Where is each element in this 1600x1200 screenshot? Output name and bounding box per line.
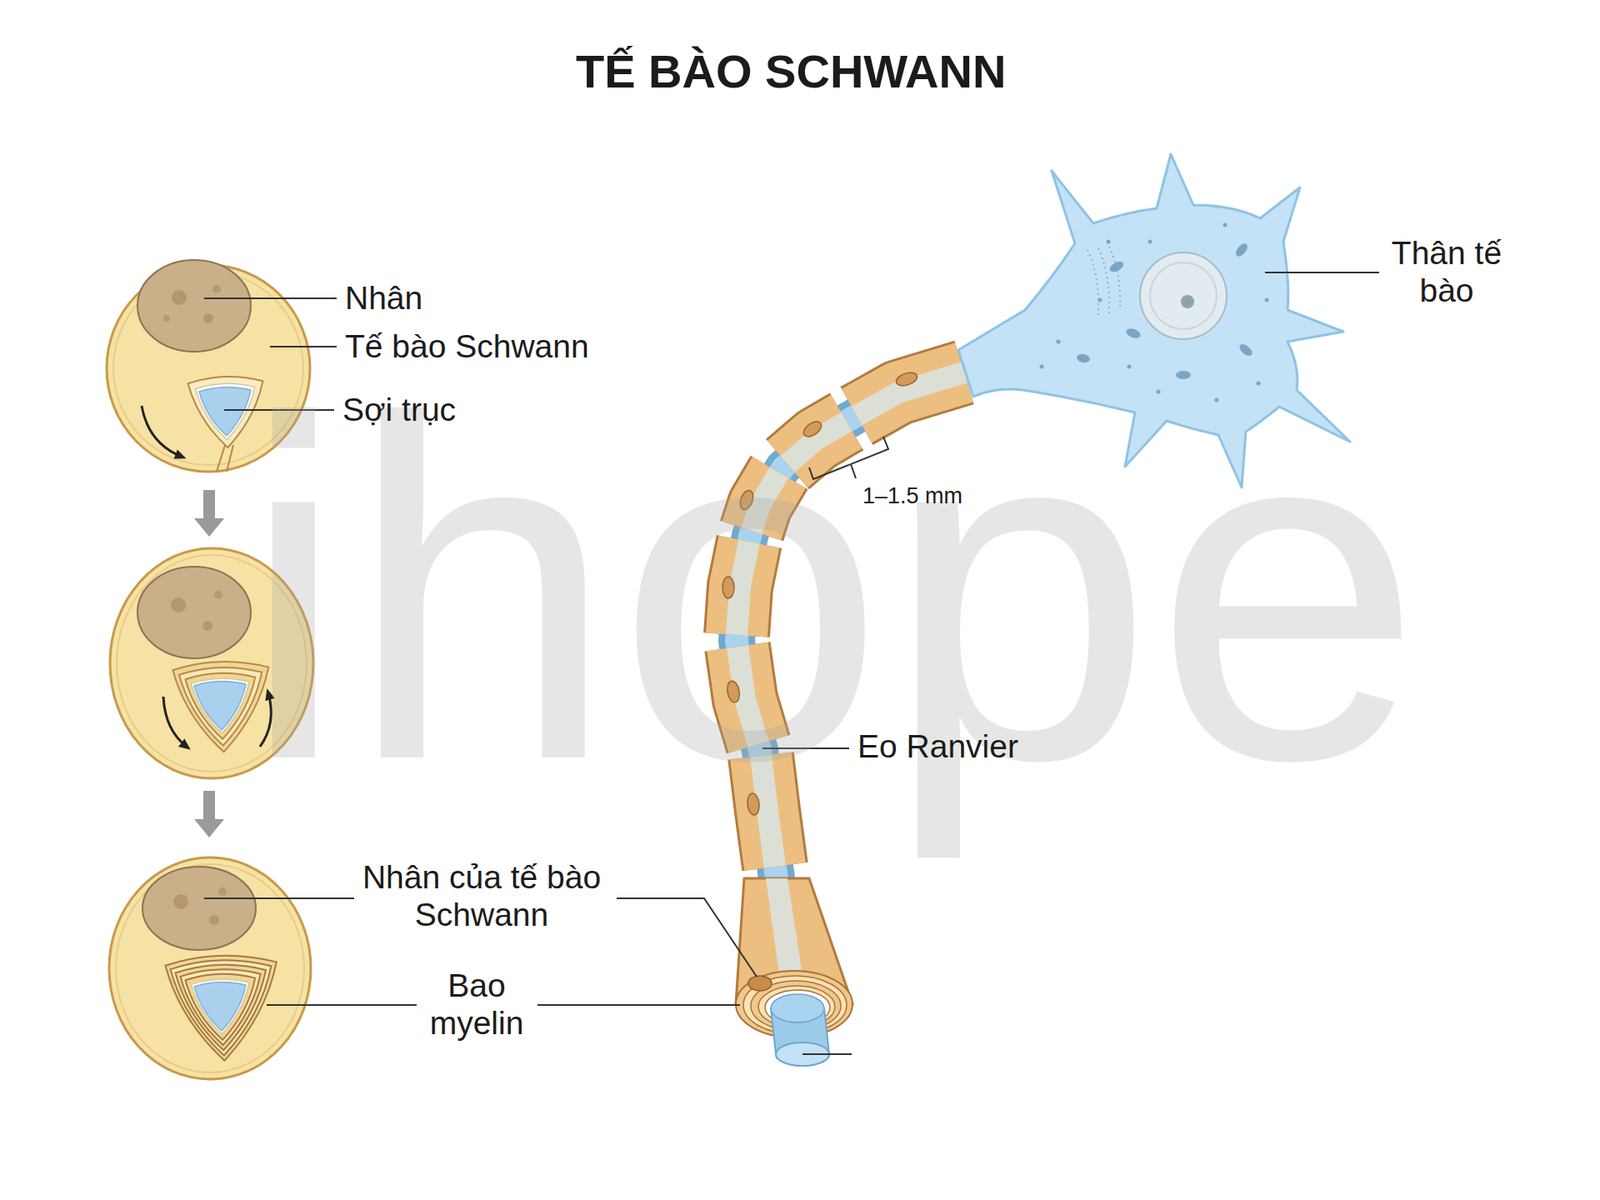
dimension-bracket [809, 436, 889, 480]
part-label: Nhân [345, 280, 423, 318]
schwann-cross-section-1 [106, 260, 310, 472]
part-label: Thân tế bào [1371, 235, 1522, 310]
part-label: Sợi trục [342, 391, 456, 430]
schwann-cross-section-2 [110, 548, 314, 779]
neuron-cell-body [958, 154, 1350, 488]
part-label: Tế bào Schwann [345, 328, 590, 366]
myelinated-axon [722, 370, 965, 1066]
leader-line [204, 272, 1380, 1055]
dimension-label: 1–1.5 mm [862, 483, 963, 510]
schwann-cross-section-3 [109, 857, 311, 1080]
step-arrow [194, 490, 225, 838]
part-label: Eo Ranvier [857, 728, 1019, 766]
diagram-title: TẾ BÀO SCHWANN [575, 45, 1006, 99]
part-label: Nhân của tế bào Schwann [331, 859, 632, 935]
part-label: Bao myelin [405, 967, 548, 1043]
